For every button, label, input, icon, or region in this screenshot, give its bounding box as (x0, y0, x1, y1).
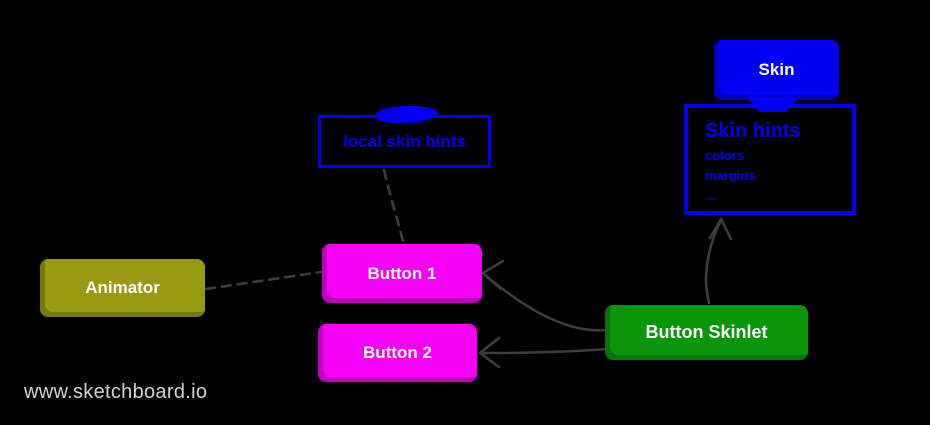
arrowhead-button1 (481, 259, 505, 291)
node-skin-hints[interactable]: Skin hints colors margins ... (684, 104, 856, 215)
connector-animator-button1[interactable] (204, 270, 323, 291)
node-button-skinlet-label: Button Skinlet (645, 322, 768, 342)
skin-hints-title: Skin hints (705, 120, 801, 142)
skin-hints-item-ellipsis: ... (705, 188, 716, 203)
connector-localhints-button1[interactable] (382, 168, 405, 243)
sketchboard-watermark-link[interactable]: www.sketchboard.io (24, 381, 208, 403)
node-skin-label: Skin (758, 60, 795, 79)
node-animator-label: Animator (85, 278, 160, 297)
skin-attachment-tab (747, 97, 799, 112)
connector-skinlet-skinhints[interactable] (704, 220, 722, 305)
arrowhead-skinhints (708, 217, 733, 241)
connector-skinlet-button1[interactable] (484, 274, 609, 332)
node-button-skinlet[interactable]: Button Skinlet (605, 305, 808, 360)
arrowhead-button2 (478, 336, 501, 369)
node-button1-label: Button 1 (367, 263, 437, 283)
node-animator[interactable]: Animator (40, 259, 205, 317)
node-button1[interactable]: Button 1 (322, 244, 482, 303)
skin-hints-item-margins: margins (705, 168, 756, 183)
connector-skinlet-button2[interactable] (482, 347, 610, 355)
skin-hints-item-colors: colors (705, 148, 745, 163)
local-skin-hints-label: local skin hints (343, 131, 466, 151)
node-button2-label: Button 2 (363, 343, 432, 362)
node-skin[interactable]: Skin (714, 40, 839, 100)
node-button2[interactable]: Button 2 (318, 324, 477, 382)
